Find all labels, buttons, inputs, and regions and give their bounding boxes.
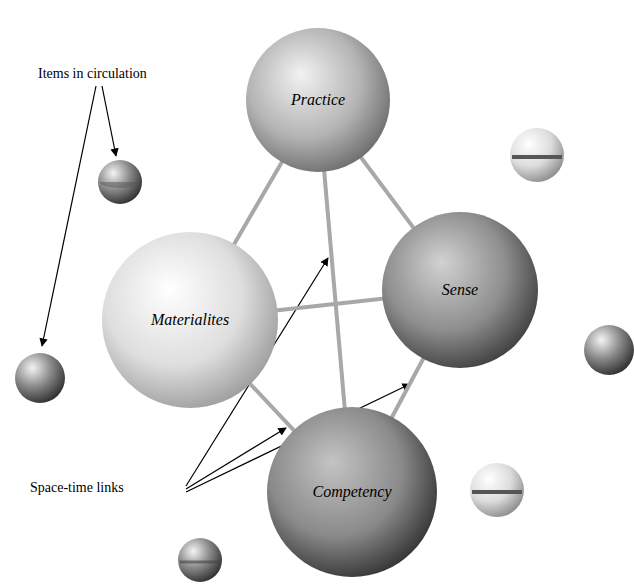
callout-label: Items in circulation: [38, 66, 147, 82]
sphere-label: Sense: [438, 279, 482, 301]
sphere-label: Competency: [308, 481, 395, 503]
space-time-link: [391, 357, 424, 419]
sphere-node: Sense: [382, 212, 538, 368]
sphere-label: Materialites: [147, 309, 233, 331]
callout-label: Space-time links: [30, 480, 124, 496]
sphere-node: Competency: [267, 407, 437, 577]
sphere-node: Practice: [246, 28, 390, 172]
circulating-items: [15, 128, 634, 582]
sphere-node: Materialites: [102, 232, 278, 408]
space-time-link: [233, 161, 283, 246]
space-time-link: [275, 298, 384, 310]
sphere-label: Practice: [287, 89, 349, 111]
space-time-link: [249, 383, 295, 432]
space-time-link: [360, 156, 415, 229]
space-time-link: [324, 170, 345, 410]
